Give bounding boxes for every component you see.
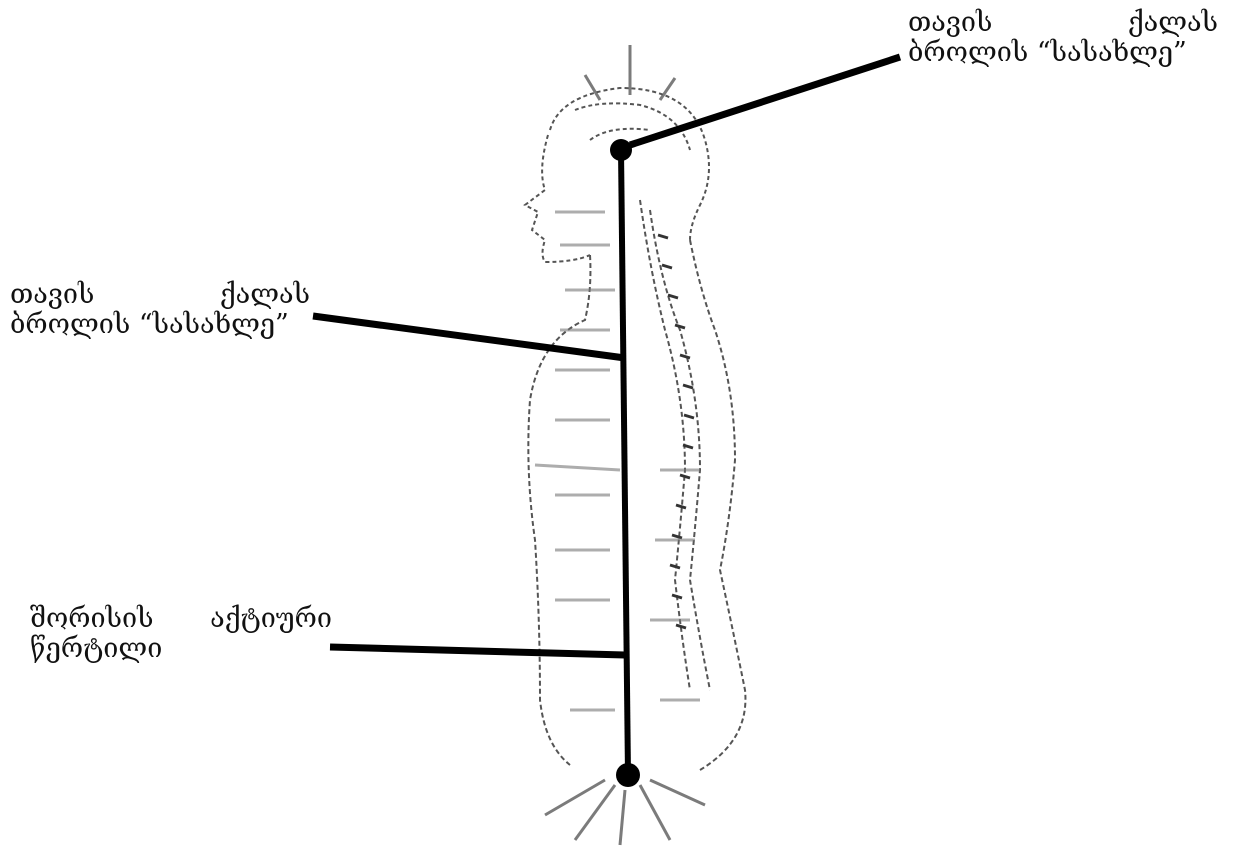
label-word: შორისის [30,604,154,634]
leader-line-bottom-left [330,647,625,655]
label-word: ბროლის “სასახლე” [10,310,289,340]
body-back-outline [640,200,745,770]
label-perineum-active-point: შორისის აქტიური წერტილი [30,604,332,664]
label-skull-crystal-palace-top: თავის ქალას ბროლის “სასახლე” [908,8,1218,68]
label-word: თავის [10,280,94,310]
perineum-point-dot [616,763,640,787]
base-radiance-rays [545,780,705,845]
label-word: აქტიური [210,604,332,634]
central-channel-line [621,150,628,775]
label-word: თავის [908,8,992,38]
leader-line-top-right [630,57,900,145]
head-outline [525,88,709,262]
crown-point-dot [610,139,632,161]
body-hatching [535,212,700,710]
label-word: ბროლის “სასახლე” [908,38,1187,68]
label-word: ქალას [220,280,310,310]
label-word: წერტილი [30,634,162,664]
label-skull-crystal-palace-middle: თავის ქალას ბროლის “სასახლე” [10,280,310,340]
spine-vertebrae-marks [658,235,694,628]
label-word: ქალას [1128,8,1218,38]
